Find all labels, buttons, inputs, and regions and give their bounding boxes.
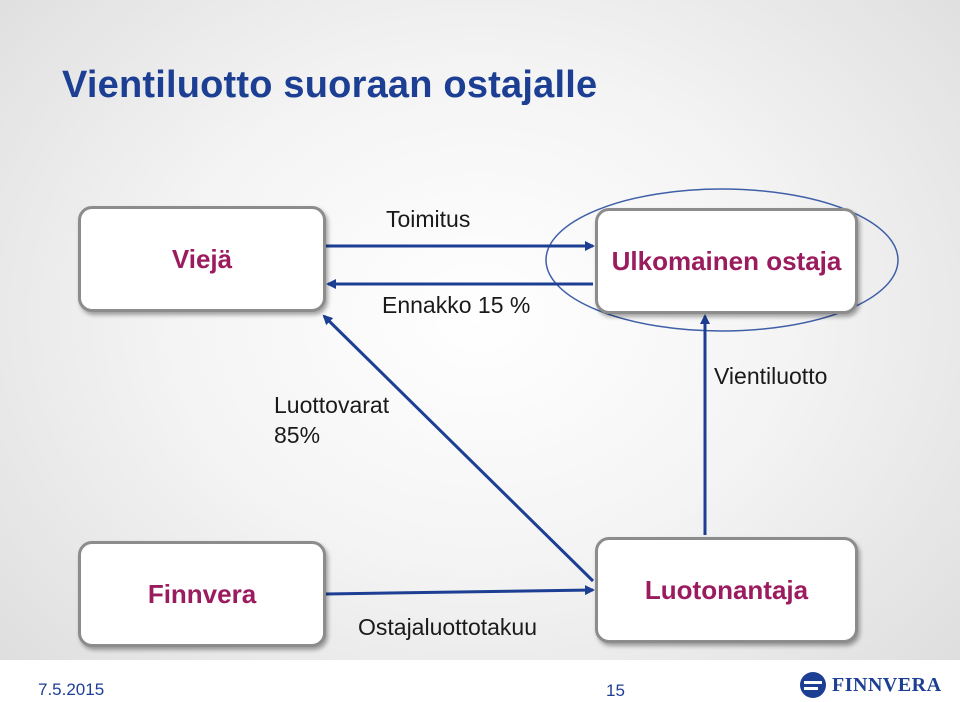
lender-label: Luotonantaja [644,574,809,605]
foreign-buyer-box: Ulkomainen ostaja [595,208,858,314]
slide-title: Vientiluotto suoraan ostajalle [62,64,598,106]
slide: Vientiluotto suoraan ostajalle Viejä Ulk… [62,64,899,647]
finnvera-logo: FINNVERA [800,672,942,698]
finnvera-box: Finnvera [78,541,326,647]
exporter-label: Viejä [171,243,233,274]
credit-funds-label-line2: 85% [274,422,321,448]
footer-page-number: 15 [606,681,625,700]
exporter-box: Viejä [78,206,326,312]
finnvera-logo-text: FINNVERA [832,673,942,696]
footer-date: 7.5.2015 [38,680,105,699]
guarantee-arrow [325,585,595,596]
lender-box: Luotonantaja [595,537,858,643]
credit-funds-label: Luottovarat 85% [274,390,389,450]
advance-label: Ennakko 15 % [382,292,531,318]
foreign-buyer-label: Ulkomainen ostaja [611,245,842,276]
delivery-label: Toimitus [386,206,471,232]
finnvera-logo-icon [800,672,826,698]
finnvera-label: Finnvera [147,578,257,609]
export-credit-label: Vientiluotto [714,363,828,389]
credit-funds-label-line1: Luottovarat [274,392,390,418]
buyer-credit-guarantee-label: Ostajaluottotakuu [358,614,538,640]
